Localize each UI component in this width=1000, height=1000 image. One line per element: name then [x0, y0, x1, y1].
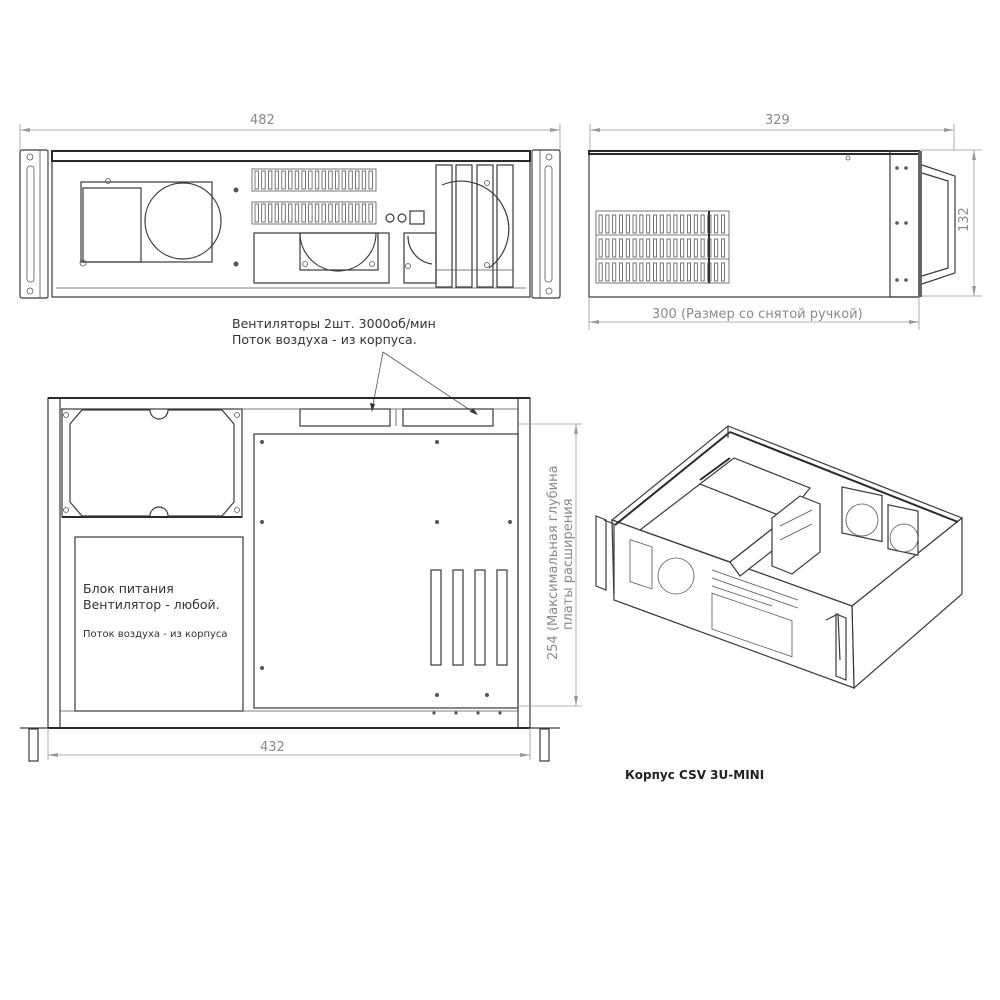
top-view: Блок питания Вентилятор - любой. Поток в… — [20, 397, 582, 762]
dimension-132-label: 132 — [957, 207, 972, 232]
dimension-254-label: 254 (Максимальная глубина — [546, 465, 561, 660]
dimension-432: 432 — [47, 728, 531, 760]
dimension-254: 254 (Максимальная глубина платы расширен… — [518, 423, 582, 707]
isometric-view — [595, 425, 964, 690]
dimension-132: 132 — [920, 149, 982, 297]
side-vent-grille — [595, 210, 730, 284]
dimension-432-label: 432 — [260, 740, 285, 755]
psu-note-line2: Вентилятор - любой. — [83, 597, 220, 612]
dimension-482-label: 482 — [250, 113, 275, 128]
drawing-title: Корпус CSV 3U-MINI — [625, 768, 764, 782]
fans-note-line2: Поток воздуха - из корпуса. — [232, 332, 417, 347]
psu-note-line3: Поток воздуха - из корпуса — [83, 629, 228, 640]
dimension-254-label-line2: платы расширения — [561, 499, 576, 630]
psu-note-line1: Блок питания — [83, 581, 174, 596]
vent-grille-bottom — [251, 201, 377, 225]
dimension-329-label: 329 — [765, 113, 790, 128]
dimension-329: 329 — [589, 113, 955, 150]
vent-grille-top — [251, 168, 377, 192]
dimension-300-label: 300 (Размер со снятой ручкой) — [652, 307, 863, 322]
dimension-482: 482 — [19, 113, 561, 150]
fans-note-line1: Вентиляторы 2шт. 3000об/мин — [232, 316, 436, 331]
dimension-300: 300 (Размер со снятой ручкой) — [588, 297, 920, 330]
front-view: 482 — [19, 113, 561, 299]
fans-note: Вентиляторы 2шт. 3000об/мин Поток воздух… — [232, 316, 478, 415]
side-view: 329 132 — [588, 113, 982, 330]
